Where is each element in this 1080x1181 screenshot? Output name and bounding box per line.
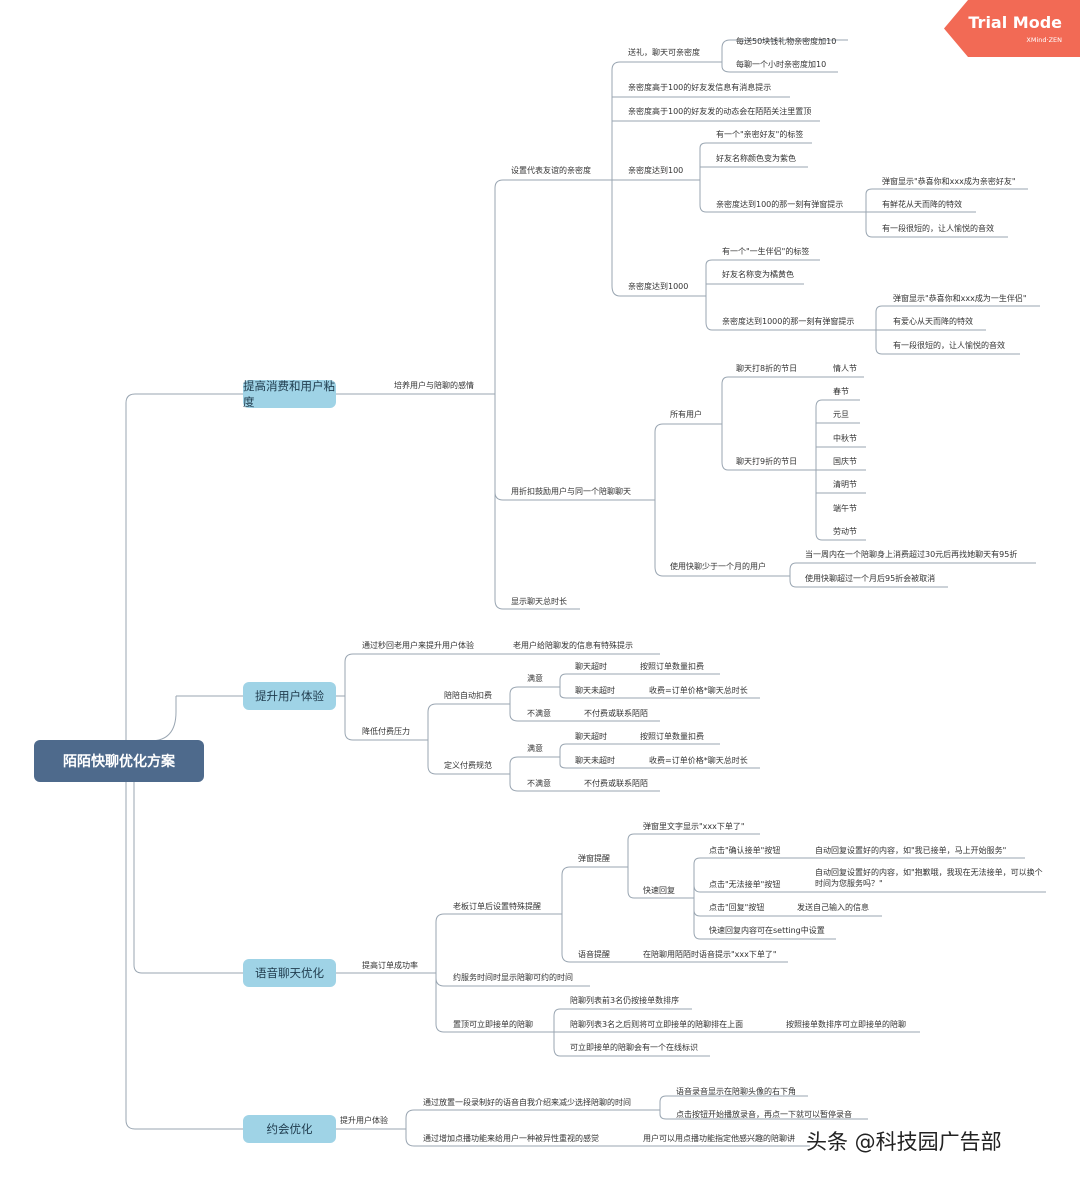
topic-holiday-newyear[interactable]: 元旦 <box>833 410 849 419</box>
topic-gift-b[interactable]: 每聊一个小时亲密度加10 <box>736 60 827 69</box>
topic-100-popup-2[interactable]: 有鲜花从天而降的特效 <box>882 200 962 209</box>
topic-auto-overtime-fee[interactable]: 按照订单数量扣费 <box>640 662 704 671</box>
topic-new-users[interactable]: 使用快聊少于一个月的用户 <box>670 562 766 571</box>
topic-q1[interactable]: 点击"确认接单"按钮 <box>709 846 781 855</box>
topic-reduce-pressure[interactable]: 降低付费压力 <box>362 727 410 736</box>
topic-intimacy-top[interactable]: 亲密度高于100的好友发的动态会在陌陌关注里置顶 <box>628 107 812 116</box>
topic-q3[interactable]: 点击"回复"按钮 <box>709 903 765 912</box>
topic-holiday-dragonboat[interactable]: 端午节 <box>833 504 857 513</box>
topic-custom-satisfied[interactable]: 满意 <box>527 744 543 753</box>
topic-recorded-intro-b[interactable]: 点击按钮开始播放录音，再点一下就可以暂停录音 <box>676 1110 852 1119</box>
topic-total-time[interactable]: 显示聊天总时长 <box>511 597 567 606</box>
topic-custom-not-overtime[interactable]: 聊天未超时 <box>575 756 615 765</box>
topic-recorded-intro[interactable]: 通过放置一段录制好的语音自我介绍来减少选择陪聊的时间 <box>423 1098 631 1107</box>
topic-auto-unsatisfied[interactable]: 不满意 <box>527 709 551 718</box>
topic-q3a[interactable]: 发送自己输入的信息 <box>797 903 869 912</box>
topic-discount-90[interactable]: 聊天打9折的节日 <box>736 457 798 466</box>
topic-pin-2a[interactable]: 按照接单数排序可立即接单的陪聊 <box>786 1020 906 1029</box>
topic-fast-reply-a[interactable]: 老用户给陪聊发的信息有特殊提示 <box>513 641 633 650</box>
topic-1000-popup-3[interactable]: 有一段很短的，让人愉悦的音效 <box>893 341 1005 350</box>
topic-level-100[interactable]: 亲密度达到100 <box>628 166 684 175</box>
topic-1000-popup-1[interactable]: 弹窗显示"恭喜你和xxx成为一生伴侣" <box>893 294 1027 303</box>
topic-intimacy[interactable]: 设置代表友谊的亲密度 <box>511 166 591 175</box>
topic-pin-1[interactable]: 陪聊列表前3名仍按接单数排序 <box>570 996 680 1005</box>
topic-auto-overtime[interactable]: 聊天超时 <box>575 662 607 671</box>
topic-auto-not-overtime[interactable]: 聊天未超时 <box>575 686 615 695</box>
topic-gift-a[interactable]: 每送50块钱礼物亲密度加10 <box>736 37 837 46</box>
topic-gift[interactable]: 送礼，聊天可亲密度 <box>628 48 700 57</box>
topic-cultivate-feelings[interactable]: 培养用户与陪聊的感情 <box>394 381 474 390</box>
topic-auto-satisfied[interactable]: 满意 <box>527 674 543 683</box>
topic-quick-reply[interactable]: 快速回复 <box>643 886 675 895</box>
topic-100-popup-3[interactable]: 有一段很短的，让人愉悦的音效 <box>882 224 994 233</box>
topic-special-remind[interactable]: 老板订单后设置特殊提醒 <box>453 902 541 911</box>
topic-popup-text[interactable]: 弹窗里文字显示"xxx下单了" <box>643 822 745 831</box>
topic-1000-tag[interactable]: 有一个"一生伴侣"的标签 <box>722 247 810 256</box>
topic-new-users-a[interactable]: 当一周内在一个陪聊身上消费超过30元后再找她聊天有95折 <box>805 550 1018 559</box>
topic-q4[interactable]: 快速回复内容可在setting中设置 <box>709 926 825 935</box>
topic-holiday-qingming[interactable]: 清明节 <box>833 480 857 489</box>
topic-holiday-spring[interactable]: 春节 <box>833 387 849 396</box>
topic-voice-text[interactable]: 在陪聊用陌陌时语音提示"xxx下单了" <box>643 950 777 959</box>
trial-mode-badge: Trial Mode XMind·ZEN <box>944 0 1080 57</box>
topic-custom-unsatisfied[interactable]: 不满意 <box>527 779 551 788</box>
trial-mode-subtitle: XMind·ZEN <box>1026 36 1062 44</box>
root-topic[interactable]: 陌陌快聊优化方案 <box>34 740 204 782</box>
topic-100-popup-1[interactable]: 弹窗显示"恭喜你和xxx成为亲密好友" <box>882 177 1016 186</box>
topic-auto-charge[interactable]: 陪陪自动扣费 <box>444 691 492 700</box>
topic-auto-refuse[interactable]: 不付费或联系陌陌 <box>584 709 648 718</box>
topic-1000-popup-2[interactable]: 有爱心从天而降的特效 <box>893 317 973 326</box>
topic-pin-2[interactable]: 陪聊列表3名之后则将可立即接单的陪聊排在上面 <box>570 1020 744 1029</box>
topic-100-tag[interactable]: 有一个"亲密好友"的标签 <box>716 130 804 139</box>
topic-custom-overtime-fee[interactable]: 按照订单数量扣费 <box>640 732 704 741</box>
topic-pin-3[interactable]: 可立即接单的陪聊会有一个在线标识 <box>570 1043 698 1052</box>
branch-voice-chat[interactable]: 语音聊天优化 <box>243 959 336 987</box>
topic-auto-not-overtime-fee[interactable]: 收费=订单价格*聊天总时长 <box>649 686 748 695</box>
topic-reserve-time[interactable]: 约服务时间时显示陪聊可约的时间 <box>453 973 573 982</box>
branch-user-experience[interactable]: 提升用户体验 <box>243 682 336 710</box>
topic-intimacy-notify[interactable]: 亲密度高于100的好友发信息有消息提示 <box>628 83 772 92</box>
topic-on-demand-a[interactable]: 用户可以用点播功能指定他感兴趣的陪聊讲 <box>643 1134 795 1143</box>
topic-q1a[interactable]: 自动回复设置好的内容，如"我已接单，马上开始服务" <box>815 846 1007 855</box>
topic-custom-overtime[interactable]: 聊天超时 <box>575 732 607 741</box>
topic-q2[interactable]: 点击"无法接单"按钮 <box>709 880 781 889</box>
topic-holiday-labor[interactable]: 劳动节 <box>833 527 857 536</box>
branch-consumption[interactable]: 提高消费和用户粘度 <box>243 379 336 409</box>
topic-all-users[interactable]: 所有用户 <box>670 410 702 419</box>
topic-custom-rules[interactable]: 定义付费规范 <box>444 761 492 770</box>
topic-custom-not-overtime-fee[interactable]: 收费=订单价格*聊天总时长 <box>649 756 748 765</box>
topic-discount[interactable]: 用折扣鼓励用户与同一个陪聊聊天 <box>511 487 631 496</box>
topic-custom-refuse[interactable]: 不付费或联系陌陌 <box>584 779 648 788</box>
topic-100-color[interactable]: 好友名称颜色变为紫色 <box>716 154 796 163</box>
topic-100-popup[interactable]: 亲密度达到100的那一刻有弹窗提示 <box>716 200 844 209</box>
topic-holiday-midautumn[interactable]: 中秋节 <box>833 434 857 443</box>
topic-holiday-national[interactable]: 国庆节 <box>833 457 857 466</box>
topic-dating-experience[interactable]: 提升用户体验 <box>340 1116 388 1125</box>
topic-recorded-intro-a[interactable]: 语音录音显示在陪聊头像的右下角 <box>676 1087 796 1096</box>
topic-level-1000[interactable]: 亲密度达到1000 <box>628 282 689 291</box>
topic-on-demand[interactable]: 通过增加点播功能来给用户一种被异性重视的感觉 <box>423 1134 599 1143</box>
topic-popup-remind[interactable]: 弹窗提醒 <box>578 854 610 863</box>
topic-q2a[interactable]: 自动回复设置好的内容，如"抱歉哦，我现在无法接单，可以换个时间为您服务吗？" <box>815 868 1043 888</box>
topic-order-success[interactable]: 提高订单成功率 <box>362 961 418 970</box>
topic-pin-available[interactable]: 置顶可立即接单的陪聊 <box>453 1020 533 1029</box>
trial-mode-title: Trial Mode <box>968 13 1062 32</box>
topic-1000-popup[interactable]: 亲密度达到1000的那一刻有弹窗提示 <box>722 317 855 326</box>
topic-new-users-b[interactable]: 使用快聊超过一个月后95折会被取消 <box>805 574 936 583</box>
topic-holiday-valentine[interactable]: 情人节 <box>833 364 857 373</box>
topic-fast-reply[interactable]: 通过秒回老用户来提升用户体验 <box>362 641 474 650</box>
topic-discount-80[interactable]: 聊天打8折的节日 <box>736 364 798 373</box>
watermark-text: 头条 @科技园广告部 <box>806 1130 1002 1154</box>
topic-voice-remind[interactable]: 语音提醒 <box>578 950 610 959</box>
topic-1000-color[interactable]: 好友名称变为橘黄色 <box>722 270 794 279</box>
branch-dating[interactable]: 约会优化 <box>243 1115 336 1143</box>
